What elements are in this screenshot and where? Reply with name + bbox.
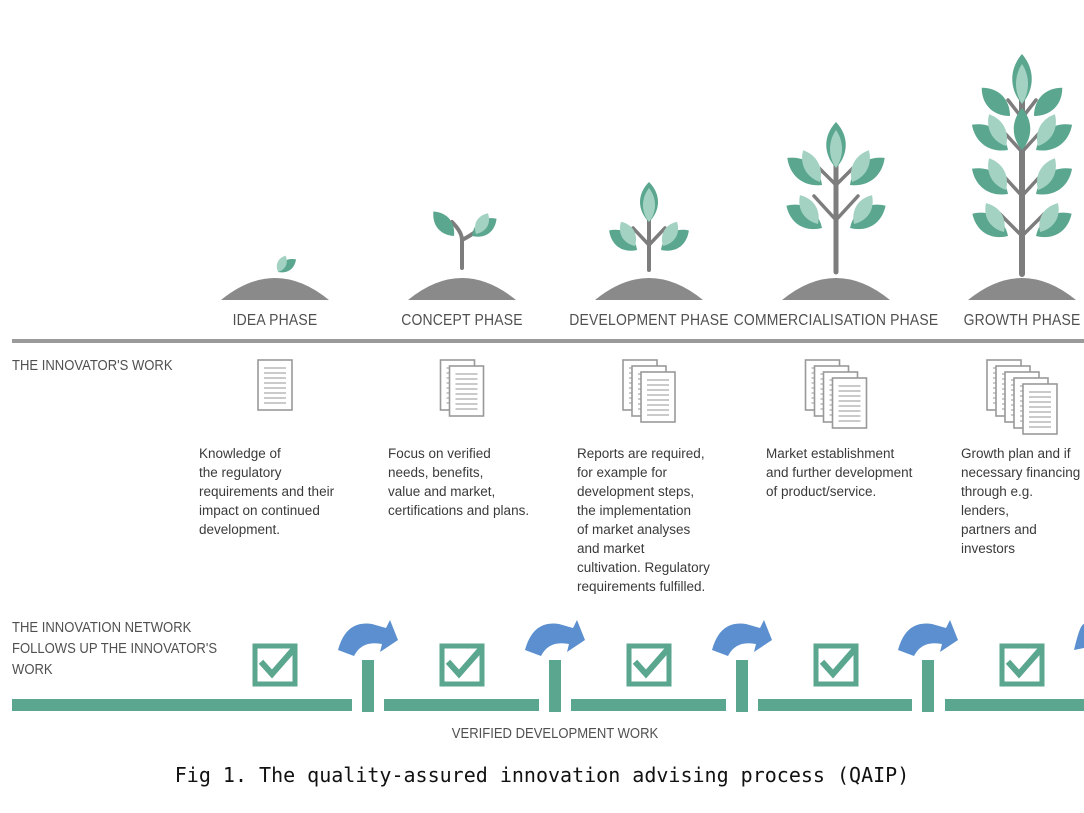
leaf	[609, 229, 637, 251]
leaf	[985, 203, 1005, 232]
curved-arrow-icon	[898, 620, 958, 656]
timeline-segment	[758, 699, 912, 711]
leaf	[276, 255, 287, 272]
phase-title-3: DEVELOPMENT PHASE	[569, 312, 729, 329]
phase-description-3: Reports are required, for example for de…	[577, 446, 710, 594]
plant-seed	[221, 255, 329, 300]
innovation-network-label: THE INNOVATION NETWORK FOLLOWS UP THE IN…	[12, 620, 218, 678]
curved-arrow-icon	[338, 620, 398, 656]
document-stack-icon	[804, 359, 868, 429]
leaf	[971, 124, 1008, 151]
checkbox-check-icon	[999, 643, 1045, 687]
leaf	[988, 158, 1007, 190]
leaf	[850, 204, 886, 230]
soil-mound	[408, 278, 516, 300]
gate-post	[922, 660, 934, 712]
leaf	[643, 188, 655, 222]
leaf	[799, 195, 819, 224]
soil-mound	[968, 278, 1076, 300]
leaf	[1013, 108, 1031, 150]
gate-post	[362, 660, 374, 712]
document-stack-icon	[622, 359, 676, 423]
phase-title-5: GROWTH PHASE	[963, 312, 1081, 329]
leaf	[1036, 124, 1073, 151]
leaf	[853, 195, 873, 224]
phase-description-2: Focus on verified needs, benefits, value…	[388, 446, 530, 518]
leaf	[981, 87, 1010, 116]
curved-arrow-icon	[525, 620, 585, 656]
plant-illustrations	[221, 54, 1076, 300]
leaf	[1016, 64, 1028, 104]
gate-post	[736, 660, 748, 712]
phase-description-5: Growth plan and if necessary financing t…	[961, 446, 1081, 556]
verified-development-work-label: VERIFIED DEVELOPMENT WORK	[451, 726, 659, 742]
phase-description-4: Market establishment and further develop…	[766, 446, 913, 499]
soil-mound	[782, 278, 890, 300]
leaf	[1036, 168, 1073, 195]
phase-title-1: IDEA PHASE	[232, 312, 318, 329]
checkbox-check-icon	[813, 643, 859, 687]
verified-timeline	[12, 620, 1084, 712]
timeline-segment	[384, 699, 539, 711]
gate-post	[549, 660, 561, 712]
plant-tree	[782, 122, 890, 300]
leaf	[988, 114, 1007, 146]
leaf	[1039, 203, 1059, 232]
leaf	[661, 221, 679, 246]
plant-sprout	[408, 211, 516, 300]
plant-young	[595, 182, 703, 300]
phase-description-1: Knowledge of the regulatory requirements…	[199, 446, 335, 537]
phase-title-2: CONCEPT PHASE	[401, 312, 523, 329]
checkbox-check-icon	[626, 643, 672, 687]
leaf	[661, 229, 689, 251]
checkbox-check-icon	[439, 643, 485, 687]
leaf	[972, 212, 1008, 238]
document-icons	[257, 359, 1058, 435]
leaf	[1037, 114, 1056, 146]
leaf	[830, 130, 842, 168]
document-icon	[831, 377, 868, 429]
plant-big-tree	[968, 54, 1076, 300]
leaf	[802, 150, 821, 182]
timeline-segment	[12, 699, 352, 711]
timeline-segment	[571, 699, 726, 711]
document-stack-icon	[257, 359, 293, 411]
innovators-work-label: THE INNOVATOR'S WORK	[12, 358, 173, 374]
leaf	[1036, 212, 1072, 238]
figure-caption: Fig 1. The quality-assured innovation ad…	[174, 763, 910, 787]
leaf	[433, 211, 455, 236]
timeline-segment	[945, 699, 1084, 711]
leaf	[971, 168, 1008, 195]
checkbox-check-icon	[252, 643, 298, 687]
leaf	[851, 150, 870, 182]
curved-arrow-icon	[1074, 624, 1084, 650]
soil-mound	[221, 278, 329, 300]
phase-title-4: COMMERCIALISATION PHASE	[733, 312, 939, 329]
leaf	[1034, 87, 1063, 116]
leaf	[1037, 158, 1056, 190]
document-stack-icon	[439, 359, 485, 417]
document-stack-icon	[986, 359, 1058, 435]
soil-mound	[595, 278, 703, 300]
leaf	[786, 204, 822, 230]
leaf	[474, 213, 490, 234]
leaf	[619, 221, 637, 246]
curved-arrow-icon	[712, 620, 772, 656]
